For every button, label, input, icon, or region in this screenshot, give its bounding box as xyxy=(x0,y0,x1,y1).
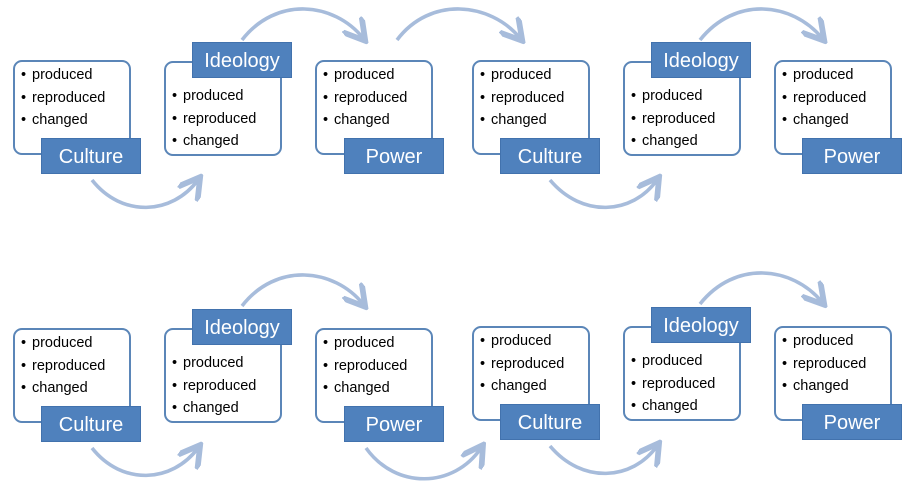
power-label: Power xyxy=(344,138,444,174)
list-item-reproduced: reproduced xyxy=(631,108,715,131)
list-item-changed: changed xyxy=(21,377,105,400)
process-list: produced reproduced changed xyxy=(21,332,105,400)
list-item-changed: changed xyxy=(480,375,564,398)
list-item-changed: changed xyxy=(480,109,564,132)
arrow-culture-to-ideology xyxy=(90,180,198,210)
culture-label: Culture xyxy=(500,138,600,174)
arrow-ideology-to-power xyxy=(698,271,822,304)
ideology-label: Ideology xyxy=(192,309,292,345)
process-list: produced reproduced changed xyxy=(631,85,715,153)
list-item-produced: produced xyxy=(480,330,564,353)
process-list: produced reproduced changed xyxy=(480,330,564,398)
list-item-changed: changed xyxy=(323,377,407,400)
list-item-reproduced: reproduced xyxy=(782,353,866,376)
list-item-produced: produced xyxy=(323,64,407,87)
list-item-produced: produced xyxy=(782,330,866,353)
process-list: produced reproduced changed xyxy=(172,85,256,153)
culture-label: Culture xyxy=(41,138,141,174)
process-list: produced reproduced changed xyxy=(782,330,866,398)
process-list: produced reproduced changed xyxy=(323,64,407,132)
power-label: Power xyxy=(802,404,902,440)
list-item-reproduced: reproduced xyxy=(631,373,715,396)
process-list: produced reproduced changed xyxy=(323,332,407,400)
list-item-produced: produced xyxy=(631,350,715,373)
process-list: produced reproduced changed xyxy=(480,64,564,132)
arrow-ideology-to-power xyxy=(240,273,363,306)
list-item-changed: changed xyxy=(782,109,866,132)
list-item-produced: produced xyxy=(782,64,866,87)
ideology-label: Ideology xyxy=(651,307,751,343)
list-item-reproduced: reproduced xyxy=(782,87,866,110)
arrow-ideology-to-power xyxy=(698,7,822,40)
list-item-produced: produced xyxy=(21,332,105,355)
list-item-reproduced: reproduced xyxy=(323,87,407,110)
list-item-produced: produced xyxy=(21,64,105,87)
list-item-changed: changed xyxy=(631,395,715,418)
list-item-produced: produced xyxy=(631,85,715,108)
list-item-produced: produced xyxy=(172,352,256,375)
list-item-changed: changed xyxy=(172,130,256,153)
list-item-reproduced: reproduced xyxy=(480,353,564,376)
arrow-culture-to-ideology xyxy=(548,446,657,476)
power-label: Power xyxy=(344,406,444,442)
process-list: produced reproduced changed xyxy=(631,350,715,418)
list-item-produced: produced xyxy=(323,332,407,355)
process-list: produced reproduced changed xyxy=(21,64,105,132)
list-item-changed: changed xyxy=(782,375,866,398)
arrow-power-to-culture xyxy=(395,7,520,40)
process-list: produced reproduced changed xyxy=(172,352,256,420)
list-item-changed: changed xyxy=(323,109,407,132)
list-item-changed: changed xyxy=(631,130,715,153)
arrow-culture-to-ideology xyxy=(548,180,657,210)
process-list: produced reproduced changed xyxy=(782,64,866,132)
culture-label: Culture xyxy=(500,404,600,440)
list-item-changed: changed xyxy=(172,397,256,420)
power-label: Power xyxy=(802,138,902,174)
arrow-power-to-culture xyxy=(364,448,481,481)
list-item-reproduced: reproduced xyxy=(172,375,256,398)
list-item-changed: changed xyxy=(21,109,105,132)
ideology-label: Ideology xyxy=(651,42,751,78)
ideology-label: Ideology xyxy=(192,42,292,78)
list-item-reproduced: reproduced xyxy=(323,355,407,378)
culture-label: Culture xyxy=(41,406,141,442)
list-item-reproduced: reproduced xyxy=(21,355,105,378)
list-item-produced: produced xyxy=(480,64,564,87)
arrow-culture-to-ideology xyxy=(90,448,198,478)
list-item-reproduced: reproduced xyxy=(21,87,105,110)
list-item-reproduced: reproduced xyxy=(172,108,256,131)
list-item-reproduced: reproduced xyxy=(480,87,564,110)
arrow-ideology-to-power xyxy=(240,7,363,40)
list-item-produced: produced xyxy=(172,85,256,108)
